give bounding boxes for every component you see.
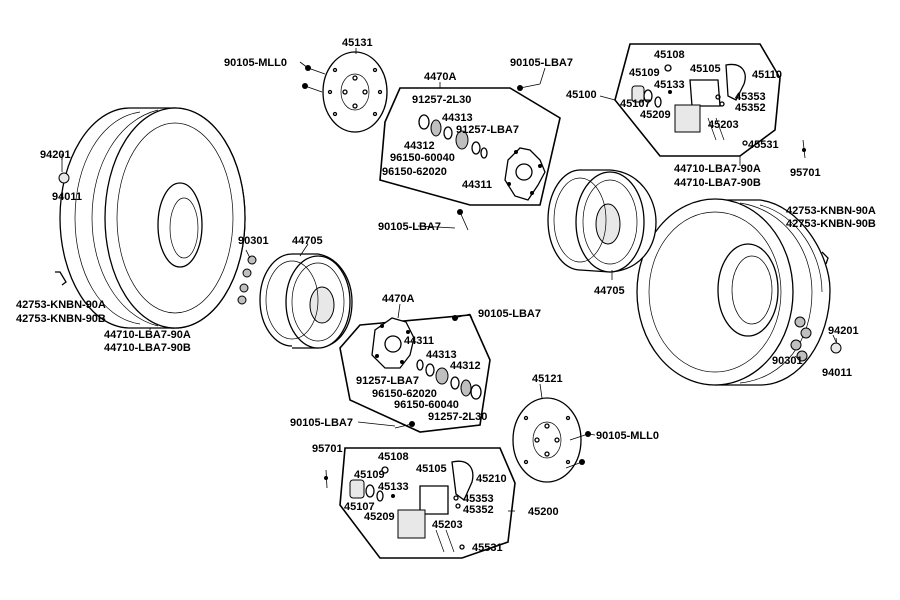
wheel-nuts-left	[237, 255, 257, 305]
label-90105-lba7-tr: 90105-LBA7	[510, 57, 573, 69]
label-90105-lba7-bottom2: 90105-LBA7	[290, 417, 353, 429]
label-45100: 45100	[566, 89, 597, 101]
rim-right	[547, 169, 657, 273]
label-90105-lba7-mid: 90105-LBA7	[378, 221, 441, 233]
label-94201-left: 94201	[40, 149, 71, 161]
label-42753-right-a: 42753-KNBN-90A	[786, 205, 876, 217]
label-96150-60040-top: 96150-60040	[390, 152, 455, 164]
label-45352-top: 45352	[735, 102, 766, 114]
bolts-hub-bottom	[394, 313, 471, 429]
label-4470a-bottom: 4470A	[382, 293, 414, 305]
label-95701-right: 95701	[790, 167, 821, 179]
label-45105-top: 45105	[690, 63, 721, 75]
label-45531-top: 45531	[748, 139, 779, 151]
caliper-assembly-bottom	[339, 447, 516, 559]
label-90301-left: 90301	[238, 235, 269, 247]
bolts-hub-top	[457, 83, 541, 231]
label-45107-bottom: 45107	[344, 501, 375, 513]
label-96150-62020-bottom: 96150-62020	[372, 388, 437, 400]
hub-assembly-bottom	[339, 314, 491, 433]
label-44311-top: 44311	[462, 179, 492, 191]
label-96150-62020-top: 96150-62020	[382, 166, 447, 178]
label-91257-2l30-top: 91257-2L30	[412, 94, 471, 106]
label-45107-top: 45107	[620, 98, 651, 110]
wheel-nuts-right	[790, 316, 812, 362]
valve-right	[821, 251, 842, 354]
label-45200: 45200	[528, 506, 559, 518]
label-42753-left-a: 42753-KNBN-90A	[16, 299, 106, 311]
label-45353-top: 45353	[735, 91, 766, 103]
hub-top-flange	[504, 147, 546, 201]
leader-lines	[61, 48, 837, 512]
label-94011-left: 94011	[52, 191, 82, 203]
brake-disc-bottom	[512, 397, 582, 483]
label-45210: 45210	[476, 473, 507, 485]
label-45109-top: 45109	[629, 67, 660, 79]
label-44710-right-b: 44710-LBA7-90B	[674, 177, 761, 189]
brake-disc-top	[322, 51, 388, 133]
label-44705-left: 44705	[292, 235, 323, 247]
label-44312-top: 44312	[404, 140, 435, 152]
label-44311-bottom: 44311	[404, 335, 434, 347]
label-45531-bottom: 45531	[472, 542, 503, 554]
label-45209-top: 45209	[640, 109, 671, 121]
label-45121: 45121	[532, 373, 563, 385]
label-45203-bottom: 45203	[432, 519, 463, 531]
label-45133-bottom: 45133	[378, 481, 409, 493]
label-42753-left-b: 42753-KNBN-90B	[16, 313, 106, 325]
label-42753-right-b: 42753-KNBN-90B	[786, 218, 876, 230]
label-45131: 45131	[342, 37, 373, 49]
label-44705-right: 44705	[594, 285, 625, 297]
label-44710-left-a: 44710-LBA7-90A	[104, 329, 191, 341]
label-45108-top: 45108	[654, 49, 685, 61]
label-91257-2l30-bottom: 91257-2L30	[428, 411, 487, 423]
label-45203-top: 45203	[708, 119, 739, 131]
hub-assembly-top	[379, 87, 561, 206]
label-90105-mll0-top: 90105-MLL0	[224, 57, 287, 69]
label-4470a-top: 4470A	[424, 71, 456, 83]
label-45109-bottom: 45109	[354, 469, 385, 481]
label-44313-bottom: 44313	[426, 349, 457, 361]
label-96150-60040-bottom: 96150-60040	[394, 399, 459, 411]
label-45353-bottom: 45353	[463, 493, 494, 505]
part-labels: 45131 90105-MLL0 4470A 91257-2L30 44313 …	[16, 37, 876, 554]
tire-left	[59, 107, 246, 329]
label-44312-bottom: 44312	[450, 360, 481, 372]
caliper-assembly-top	[614, 43, 781, 157]
label-90105-mll0-bottom: 90105-MLL0	[596, 430, 659, 442]
label-44710-left-b: 44710-LBA7-90B	[104, 342, 191, 354]
label-45352-bottom: 45352	[463, 504, 494, 516]
label-45110: 45110	[752, 69, 782, 81]
label-45105-bottom: 45105	[416, 463, 447, 475]
tire-right	[636, 198, 831, 386]
label-90301-right: 90301	[772, 355, 803, 367]
rim-left	[259, 253, 353, 349]
label-94201-right: 94201	[828, 325, 859, 337]
bolts-top-disc	[302, 65, 326, 93]
label-45209-bottom: 45209	[364, 511, 395, 523]
valve-left	[55, 158, 70, 286]
label-44313-top: 44313	[442, 112, 473, 124]
bleeder-screws	[324, 139, 806, 489]
label-90105-lba7-bottom1: 90105-LBA7	[478, 308, 541, 320]
label-94011-right: 94011	[822, 367, 852, 379]
hub-bottom-flange	[371, 317, 415, 369]
label-45108-bottom: 45108	[378, 451, 409, 463]
label-44710-right-a: 44710-LBA7-90A	[674, 163, 761, 175]
label-45133-top: 45133	[654, 79, 685, 91]
label-91257-lba7-bottom: 91257-LBA7	[356, 375, 419, 387]
label-91257-lba7-top: 91257-LBA7	[456, 124, 519, 136]
label-95701-left: 95701	[312, 443, 343, 455]
